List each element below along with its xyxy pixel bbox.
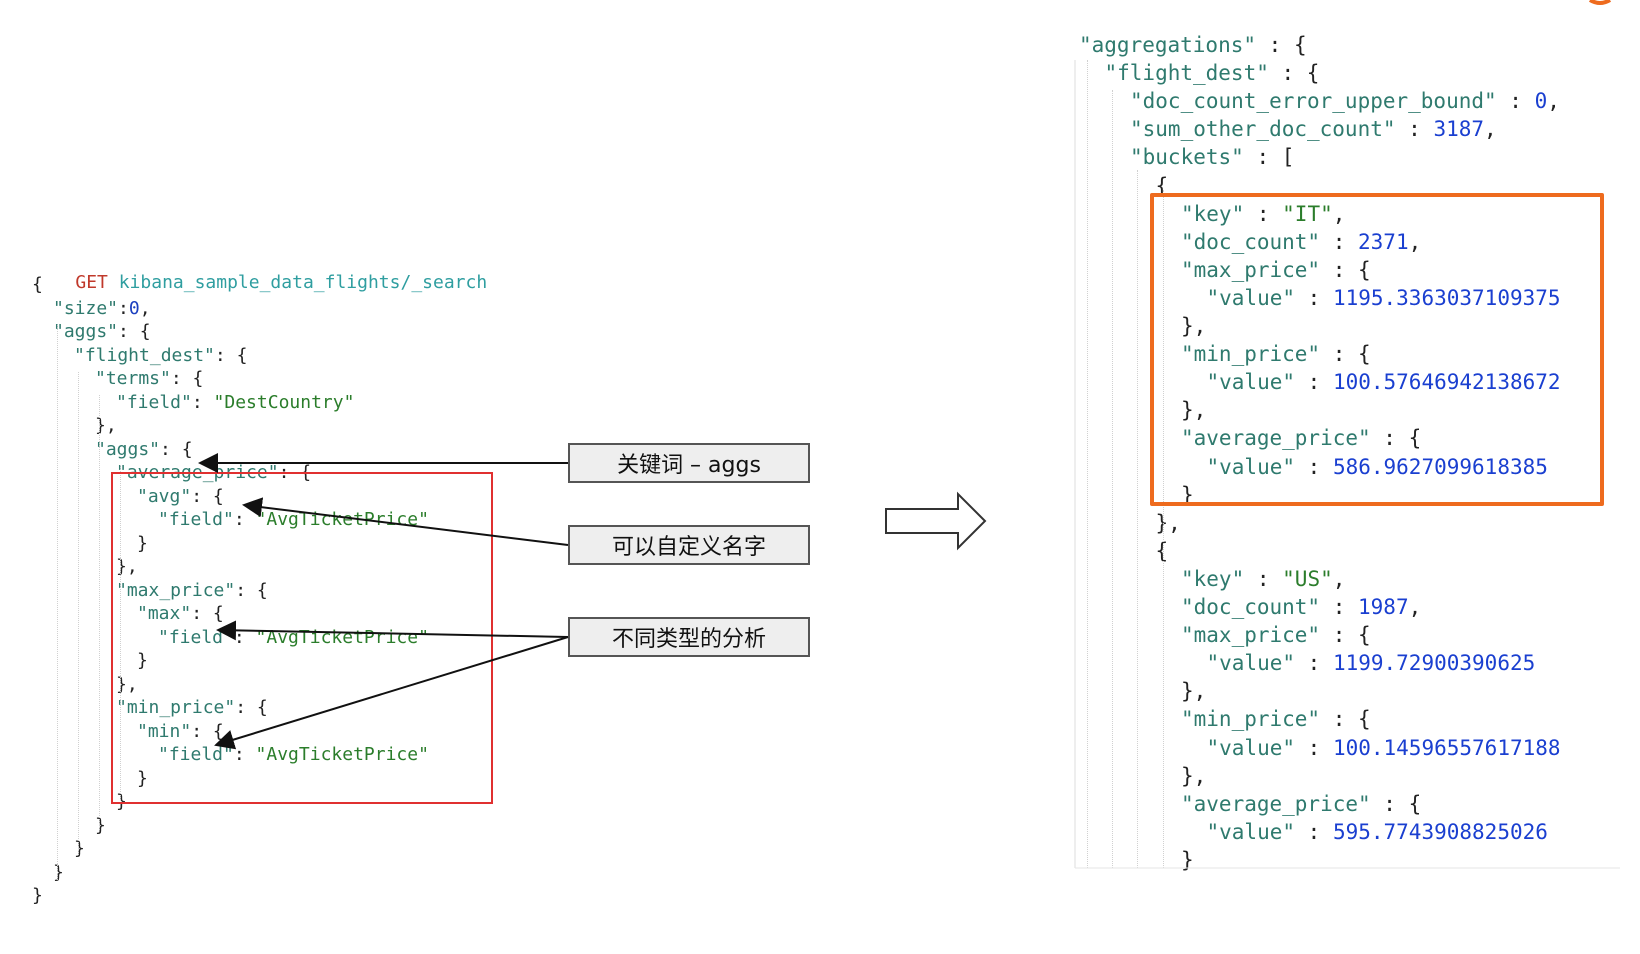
request-code-line-token: "terms"	[95, 368, 171, 389]
request-code-line: "avg": {	[137, 485, 224, 509]
request-code-line: "field": "DestCountry"	[116, 391, 354, 415]
request-code-line: "min_price": {	[116, 696, 268, 720]
request-code-line-token: "max"	[137, 603, 192, 624]
request-code-line-token: "aggs"	[53, 321, 119, 342]
request-code-line-token: : {	[191, 485, 224, 507]
request-code-line-token: "field"	[116, 391, 192, 413]
request-code-line-token: }	[137, 767, 148, 789]
request-code-line-token: "flight_dest"	[74, 344, 215, 366]
request-code-line-token: "min_price"	[116, 697, 236, 718]
request-code-line: "aggs": {	[53, 320, 151, 344]
request-code-line: },	[116, 555, 138, 579]
request-code-line: {	[32, 273, 43, 297]
request-code-line: }	[74, 837, 85, 861]
request-code-line-token: : {	[235, 579, 268, 601]
request-code-line-token: ,	[139, 297, 151, 319]
request-code-line-token: "AvgTicketPrice"	[255, 744, 429, 765]
request-code-line-token: "field"	[158, 509, 234, 530]
request-code-line: "aggs": {	[95, 438, 193, 462]
request-code-line: "flight_dest": {	[74, 344, 247, 368]
request-code-line: },	[95, 414, 117, 438]
label-keyword-aggs: 关键词 – aggs	[568, 443, 810, 483]
request-code-line: "max_price": {	[116, 579, 268, 603]
request-code-line-token: :	[191, 391, 214, 413]
label-analysis-types: 不同类型的分析	[568, 617, 810, 657]
request-code-line: },	[116, 673, 138, 697]
request-code-line-token: "aggs"	[95, 438, 161, 460]
request-code-line-token: :	[233, 744, 256, 765]
request-code-line: }	[32, 884, 43, 908]
label-keyword-aggs-text: 关键词 – aggs	[617, 453, 761, 478]
request-code-line-token: 0	[128, 297, 140, 319]
corner-mark-icon	[1588, 0, 1612, 5]
label-custom-name: 可以自定义名字	[568, 525, 810, 565]
http-method: GET	[75, 272, 108, 293]
request-code-line-token: : {	[118, 321, 151, 342]
request-code-line-token: }	[53, 861, 64, 883]
arrow-custom-name	[242, 497, 569, 546]
request-code-line: "size":0,	[53, 297, 151, 321]
request-code-line-token: "max_price"	[116, 579, 236, 601]
flow-arrow-icon	[885, 491, 987, 551]
request-code-line-token: : {	[214, 344, 248, 366]
request-code-line-token: "AvgTicketPrice"	[255, 509, 429, 530]
request-code-line-token: {	[32, 274, 43, 295]
request-code-line-token: : {	[235, 697, 268, 718]
indent-guide	[78, 372, 79, 855]
indent-guide	[99, 395, 100, 830]
request-code-line-token: "DestCountry"	[213, 391, 355, 413]
request-code-line-token: },	[116, 556, 138, 577]
request-code-line-token: : {	[170, 368, 204, 389]
request-code-line: }	[116, 790, 127, 814]
arrow-max	[216, 620, 569, 641]
request-code-line-token: }	[95, 814, 106, 836]
request-code-line-token: }	[137, 650, 148, 671]
request-code-line-token: }	[137, 532, 148, 554]
request-code-line: "field": "AvgTicketPrice"	[158, 743, 429, 767]
request-code-line-token: "field"	[158, 626, 234, 648]
request-code-line-token: },	[95, 415, 117, 436]
request-code-line-token: "min"	[137, 720, 192, 742]
request-code-line-token: :	[118, 297, 129, 319]
bucket-highlight-box	[1150, 193, 1604, 506]
request-code-line-token: }	[74, 838, 85, 859]
request-code-line: "field": "AvgTicketPrice"	[158, 508, 429, 532]
request-code-line-token: :	[233, 509, 256, 530]
request-code-line: }	[95, 814, 106, 838]
request-code-line-token: :	[233, 626, 256, 648]
request-code-line-token: : {	[191, 603, 224, 624]
request-code-line-token: : {	[160, 438, 193, 460]
sub-aggs-highlight-box	[111, 472, 493, 804]
request-code-line: "max": {	[137, 602, 224, 626]
request-code-line: }	[53, 861, 64, 885]
request-code-line-token: }	[32, 885, 43, 906]
indent-guide	[120, 465, 121, 800]
request-code-line-token: },	[116, 673, 138, 695]
request-url: kibana_sample_data_flights/_search	[118, 272, 488, 293]
request-code-line: "terms": {	[95, 367, 203, 391]
arrow-min	[214, 636, 569, 750]
request-code-line: }	[137, 767, 148, 791]
request-code-line-token: "size"	[53, 297, 119, 319]
indent-guide	[57, 325, 58, 880]
request-code-line: }	[137, 532, 148, 556]
label-analysis-types-text: 不同类型的分析	[611, 627, 766, 652]
request-code-line-token: }	[116, 791, 127, 812]
request-line: GET kibana_sample_data_flights/_search	[32, 250, 487, 316]
label-custom-name-text: 可以自定义名字	[611, 535, 766, 560]
request-code-line-token: "avg"	[137, 485, 192, 507]
request-code-line: }	[137, 649, 148, 673]
